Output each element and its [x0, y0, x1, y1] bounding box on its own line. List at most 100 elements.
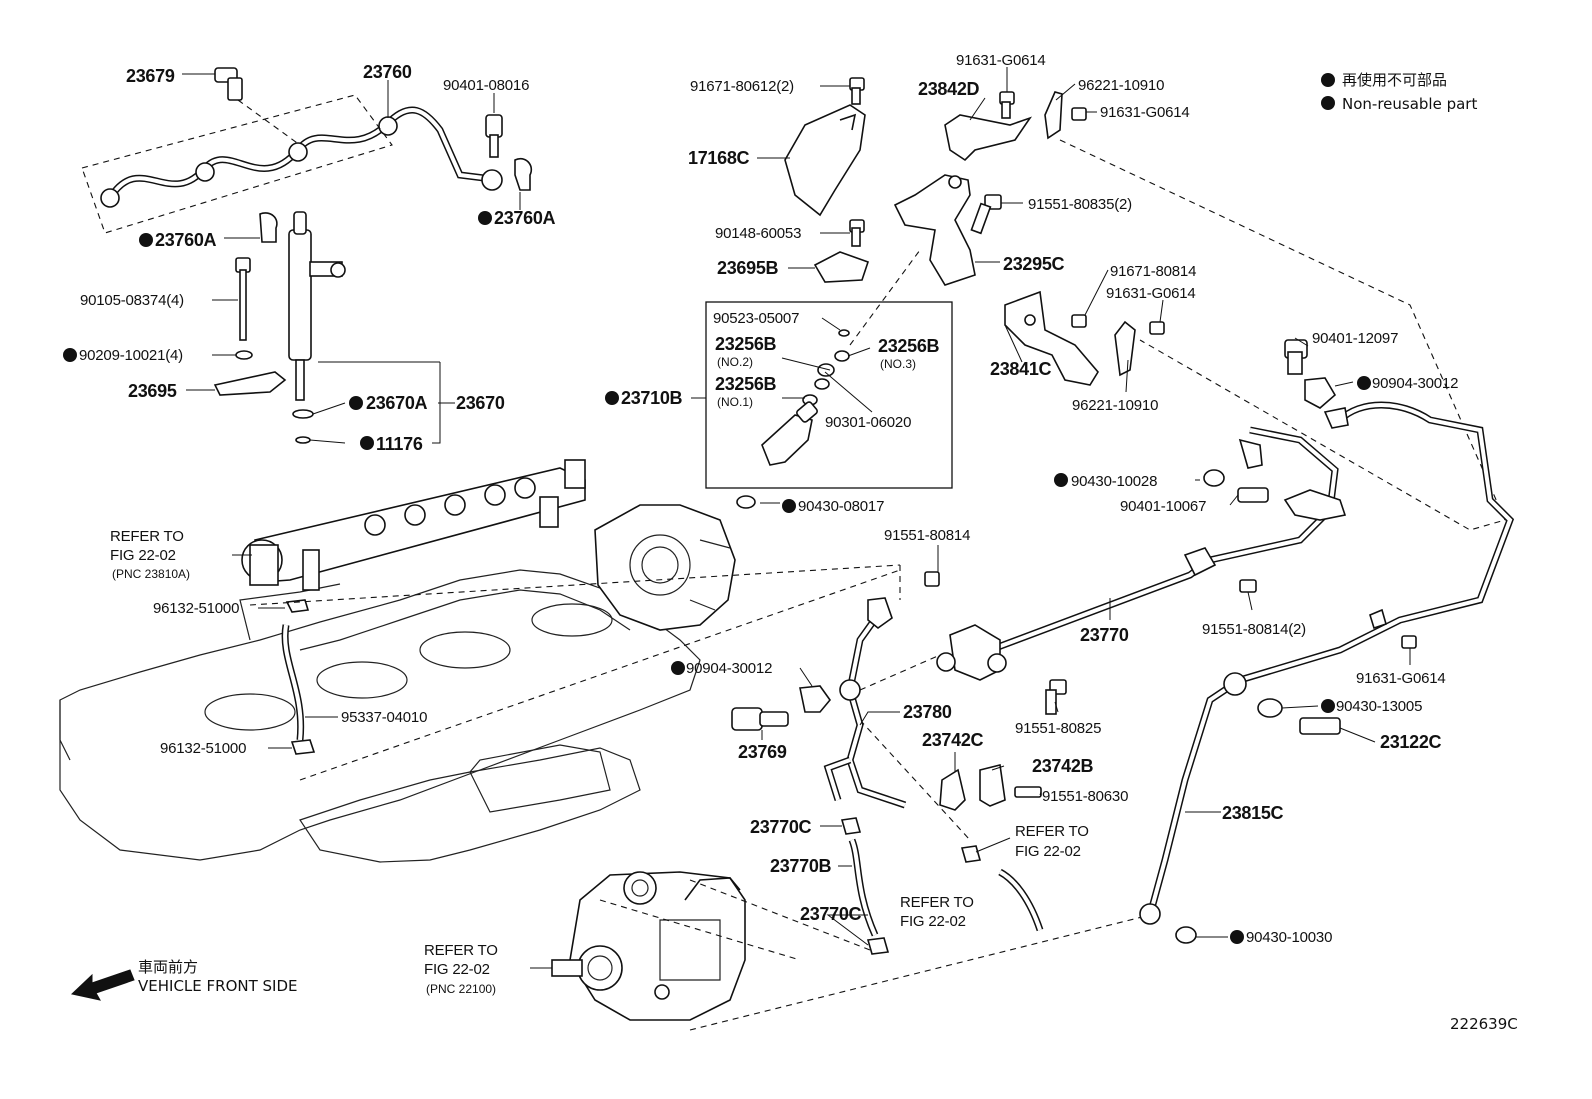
- fitting-23679: [214, 67, 301, 146]
- label-23769[interactable]: 23769: [738, 742, 787, 762]
- label-91631-b[interactable]: 91631-G0614: [1100, 104, 1190, 121]
- label-23710B[interactable]: 23710B: [621, 388, 683, 408]
- label-23256B-no1-note[interactable]: (NO.1): [717, 395, 753, 409]
- label-23770[interactable]: 23770: [1080, 625, 1129, 645]
- clamp-23695B: [813, 251, 870, 283]
- injector-box-23710B: [705, 301, 953, 489]
- label-95337-04010[interactable]: 95337-04010: [341, 709, 427, 726]
- non-reusable-markers: [63, 73, 1371, 944]
- part-labels: 23679 23760 90401-08016 23760A 23760A 90…: [79, 52, 1458, 996]
- injection-pipe-23760: [81, 94, 503, 234]
- label-11176[interactable]: 11176: [376, 434, 423, 454]
- label-90904-b[interactable]: 90904-30012: [686, 660, 772, 677]
- vehicle-front-indicator: 車両前方 VEHICLE FRONT SIDE: [70, 958, 298, 1001]
- label-90148-60053[interactable]: 90148-60053: [715, 225, 801, 242]
- label-23695[interactable]: 23695: [128, 381, 177, 401]
- label-refer2-a[interactable]: REFER TO: [1015, 823, 1089, 840]
- bracket-23842D: [944, 114, 1033, 162]
- label-refer1-b[interactable]: FIG 22-02: [110, 547, 176, 564]
- label-91671-80814[interactable]: 91671-80814: [1110, 263, 1196, 280]
- label-refer4-c[interactable]: (PNC 22100): [426, 982, 496, 996]
- label-91631-a[interactable]: 91631-G0614: [956, 52, 1046, 69]
- joint-fitting: [924, 571, 1067, 811]
- label-90105-08374[interactable]: 90105-08374(4): [80, 292, 184, 309]
- label-23742C[interactable]: 23742C: [922, 730, 984, 750]
- label-96132-a[interactable]: 96132-51000: [153, 600, 239, 617]
- bolt-and-clamp: [259, 114, 533, 243]
- label-23256B-no2-note[interactable]: (NO.2): [717, 355, 753, 369]
- label-90401-08016[interactable]: 90401-08016: [443, 77, 529, 94]
- bolt-90148: [849, 219, 865, 247]
- legend: 再使用不可部品 Non-reusable part: [1342, 71, 1477, 113]
- label-90401-12097[interactable]: 90401-12097: [1312, 330, 1398, 347]
- label-23770C-b[interactable]: 23770C: [800, 904, 862, 924]
- label-91551-80814-2[interactable]: 91551-80814(2): [1202, 621, 1306, 638]
- label-refer3-a[interactable]: REFER TO: [900, 894, 974, 911]
- label-91631-d[interactable]: 91631-G0614: [1356, 670, 1446, 687]
- injector-clamp-set: [213, 257, 287, 396]
- label-23256B-no3-note[interactable]: (NO.3): [880, 357, 916, 371]
- clamp-96221-a: [1044, 91, 1087, 140]
- label-23770B[interactable]: 23770B: [770, 856, 832, 876]
- label-refer1-a[interactable]: REFER TO: [110, 528, 184, 545]
- pump-housing: [594, 504, 736, 631]
- leader-lines: [182, 67, 1411, 969]
- label-refer4-a[interactable]: REFER TO: [424, 942, 498, 959]
- label-90904-a[interactable]: 90904-30012: [1372, 375, 1458, 392]
- label-91671-80612[interactable]: 91671-80612(2): [690, 78, 794, 95]
- fuel-pipe-23770: [988, 426, 1347, 654]
- label-91551-80630[interactable]: 91551-80630: [1042, 788, 1128, 805]
- label-90401-10067[interactable]: 90401-10067: [1120, 498, 1206, 515]
- label-23256B-no2[interactable]: 23256B: [715, 334, 777, 354]
- label-refer4-b[interactable]: FIG 22-02: [424, 961, 490, 978]
- label-23760A-left[interactable]: 23760A: [155, 230, 217, 250]
- label-23780[interactable]: 23780: [903, 702, 952, 722]
- insulator-17168C: [784, 104, 866, 217]
- label-90523-05007[interactable]: 90523-05007: [713, 310, 799, 327]
- front-en: VEHICLE FRONT SIDE: [138, 977, 298, 995]
- label-96132-b[interactable]: 96132-51000: [160, 740, 246, 757]
- label-90301-06020[interactable]: 90301-06020: [825, 414, 911, 431]
- label-refer1-c[interactable]: (PNC 23810A): [112, 567, 190, 581]
- bracket-23295C: [893, 174, 976, 286]
- label-90430-10030[interactable]: 90430-10030: [1246, 929, 1332, 946]
- diagram-id: 222639C: [1450, 1015, 1518, 1033]
- label-23815C[interactable]: 23815C: [1222, 803, 1284, 823]
- label-23295C[interactable]: 23295C: [1003, 254, 1065, 274]
- label-96221-a[interactable]: 96221-10910: [1078, 77, 1164, 94]
- label-17168C[interactable]: 17168C: [688, 148, 750, 168]
- label-23760[interactable]: 23760: [363, 62, 412, 82]
- label-91551-80814[interactable]: 91551-80814: [884, 527, 970, 544]
- label-90430-13005[interactable]: 90430-13005: [1336, 698, 1422, 715]
- label-23760A-right[interactable]: 23760A: [494, 208, 556, 228]
- legend-en: Non-reusable part: [1342, 95, 1477, 113]
- label-23679[interactable]: 23679: [126, 66, 175, 86]
- label-90430-10028[interactable]: 90430-10028: [1071, 473, 1157, 490]
- label-23670[interactable]: 23670: [456, 393, 505, 413]
- hose-23770B: [840, 817, 1044, 955]
- label-90430-08017[interactable]: 90430-08017: [798, 498, 884, 515]
- label-23742B[interactable]: 23742B: [1032, 756, 1094, 776]
- bolt-91671-80612: [849, 77, 865, 105]
- label-23842D[interactable]: 23842D: [918, 79, 980, 99]
- label-23841C[interactable]: 23841C: [990, 359, 1052, 379]
- bolt-91631-a: [999, 91, 1015, 119]
- label-refer3-b[interactable]: FIG 22-02: [900, 913, 966, 930]
- label-23670A[interactable]: 23670A: [366, 393, 428, 413]
- label-90209-10021[interactable]: 90209-10021(4): [79, 347, 183, 364]
- label-23122C[interactable]: 23122C: [1380, 732, 1442, 752]
- label-23256B-no3[interactable]: 23256B: [878, 336, 940, 356]
- label-91551-80825[interactable]: 91551-80825: [1015, 720, 1101, 737]
- fuel-rail: [241, 459, 586, 591]
- reference-dash-lines: [249, 139, 1506, 1031]
- label-23695B[interactable]: 23695B: [717, 258, 779, 278]
- fuel-supply-pump: [551, 871, 746, 1021]
- label-91551-80835[interactable]: 91551-80835(2): [1028, 196, 1132, 213]
- label-23770C-a[interactable]: 23770C: [750, 817, 812, 837]
- label-refer2-b[interactable]: FIG 22-02: [1015, 843, 1081, 860]
- legend-jp: 再使用不可部品: [1342, 71, 1447, 89]
- label-23256B-no1[interactable]: 23256B: [715, 374, 777, 394]
- label-91631-c[interactable]: 91631-G0614: [1106, 285, 1196, 302]
- label-96221-b[interactable]: 96221-10910: [1072, 397, 1158, 414]
